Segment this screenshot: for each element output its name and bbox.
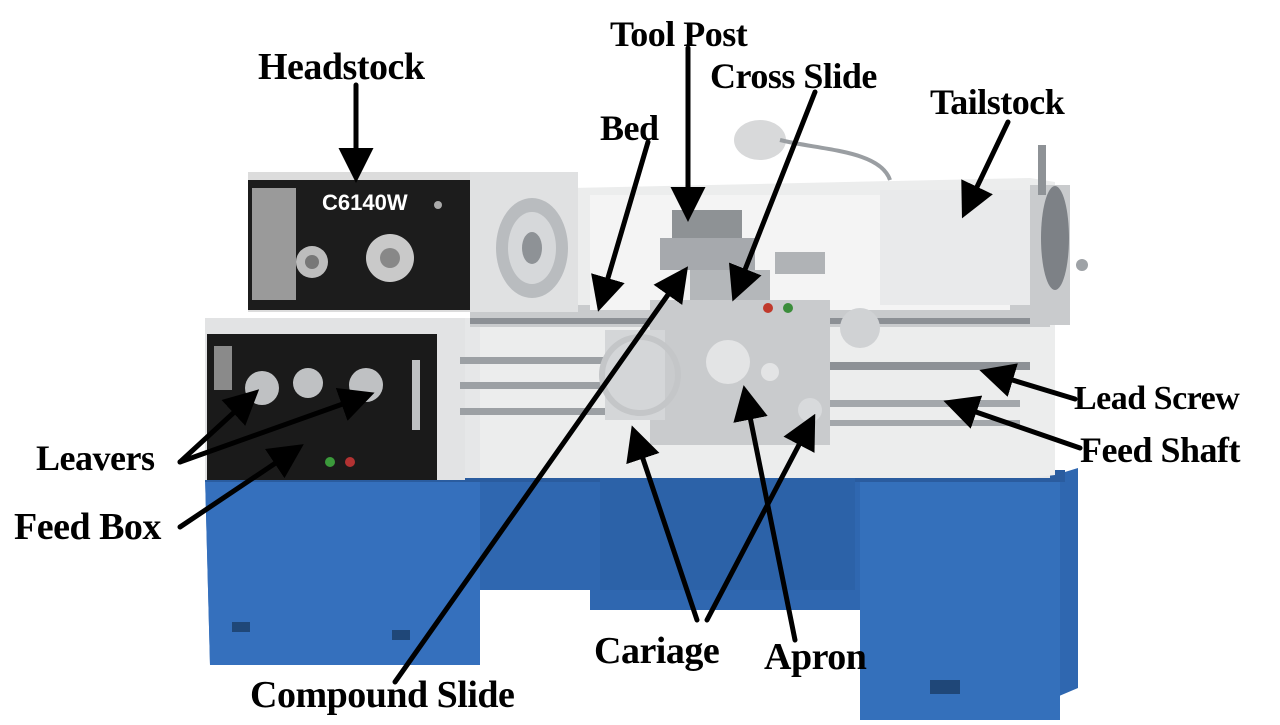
- arrow-feed-shaft: [943, 395, 1083, 451]
- label-leavers: Leavers: [36, 438, 155, 478]
- label-tailstock: Tailstock: [930, 82, 1065, 122]
- label-cross-slide: Cross Slide: [710, 56, 877, 96]
- arrow-apron: [733, 385, 798, 643]
- label-cariage: Cariage: [594, 630, 720, 672]
- arrow-bed: [591, 139, 651, 312]
- arrow-leavers-2: [177, 387, 375, 465]
- arrow-leavers-1: [177, 389, 260, 465]
- work-lamp: [734, 120, 892, 181]
- label-feed-box: Feed Box: [14, 506, 161, 548]
- arrow-feed-box: [177, 444, 304, 530]
- label-compound-slide: Compound Slide: [250, 674, 515, 716]
- label-tool-post: Tool Post: [610, 14, 748, 54]
- label-lead-screw: Lead Screw: [1074, 380, 1240, 417]
- headstock: C6140W: [248, 172, 578, 312]
- chuck: [496, 198, 568, 298]
- arrow-cariage-2: [704, 413, 816, 623]
- feed-box-panel: [205, 318, 465, 480]
- label-headstock: Headstock: [258, 46, 425, 88]
- label-feed-shaft: Feed Shaft: [1080, 430, 1241, 470]
- model-plate: C6140W: [322, 190, 408, 215]
- arrow-tailstock: [961, 119, 1011, 219]
- arrow-lead-screw: [979, 363, 1078, 402]
- tool-post: [660, 210, 825, 300]
- arrow-compound-slide: [392, 266, 689, 685]
- label-bed: Bed: [600, 108, 659, 148]
- rods: [460, 357, 1030, 426]
- arrow-cross-slide: [728, 89, 818, 302]
- annotation-arrows: [177, 45, 1083, 685]
- tailstock: [880, 145, 1088, 325]
- label-apron: Apron: [764, 636, 867, 678]
- arrow-cariage-1: [626, 425, 700, 623]
